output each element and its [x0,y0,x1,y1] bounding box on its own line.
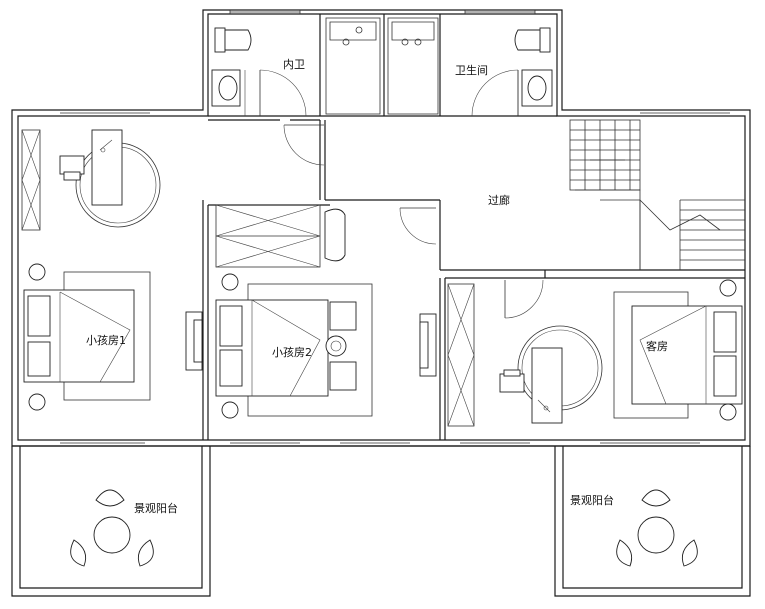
wardrobe-icon [215,204,321,268]
sofa-icon [419,313,437,377]
guest-room: 客房 [447,279,743,427]
chair-icon [324,208,346,262]
sink-icon [517,69,553,116]
room-label-balcony-right: 景观阳台 [570,493,614,507]
desk-icon [531,347,563,424]
door-swing-icon [283,124,325,166]
sink-icon [211,69,246,116]
room-label-inner-bath: 内卫 [283,57,305,71]
sofa-icon [185,311,203,371]
inner-bath: 内卫 [211,17,381,117]
bed-icon [215,273,373,419]
desk-icon [91,129,123,206]
door-swing-icon [399,207,437,245]
round-table-icon [637,516,675,554]
room-label-public-bath: 卫生间 [455,63,488,77]
lounge-chair-icon [70,489,154,567]
round-table-icon [93,516,131,554]
wardrobe-icon [21,129,41,231]
interior-walls [12,14,750,447]
room-label-kid-room-2: 小孩房2 [272,346,312,359]
stair-icon [569,119,745,270]
wardrobe-icon [447,283,475,427]
public-bath: 卫生间 [387,17,553,117]
room-label-corridor: 过廊 [488,193,510,207]
shower-icon [387,17,439,115]
chair-icon [499,369,525,393]
corridor: 过廊 [283,124,510,245]
kid-room-2: 小孩房2 [215,204,437,419]
chair-icon [59,155,85,181]
bed-icon [23,263,151,411]
lounge-chair-icon [325,301,357,391]
balcony-left: 景观阳台 [11,446,211,597]
room-label-kid-room-1: 小孩房1 [86,334,126,347]
room-label-guest-room: 客房 [646,339,668,353]
door-swing-icon [504,279,544,319]
shower-icon [325,17,381,115]
balcony-right: 景观阳台 [554,446,751,597]
toilet-icon [214,27,252,53]
bed-icon [613,279,743,421]
door-swing-icon [259,69,307,117]
room-label-balcony-left: 景观阳台 [134,501,178,515]
kid-room-1: 小孩房1 [21,129,203,411]
toilet-icon [514,27,551,53]
door-swing-icon [471,69,519,117]
lounge-chair-icon [616,489,698,567]
